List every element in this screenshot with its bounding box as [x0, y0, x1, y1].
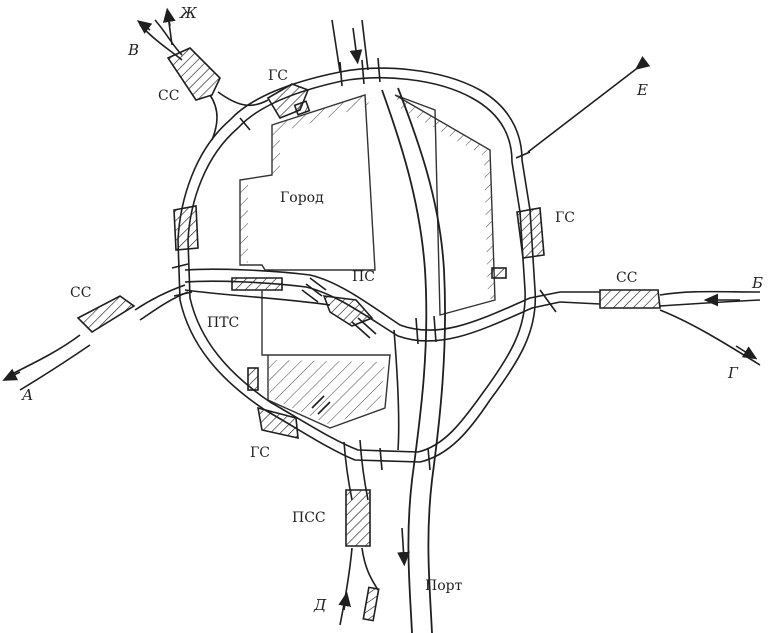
- pss-label: ПСС: [292, 510, 326, 526]
- gs-bottom-hump: [247, 367, 259, 391]
- gs-right-label: ГС: [555, 210, 575, 226]
- pss-station: [345, 489, 371, 547]
- radial-lines: [9, 14, 761, 626]
- crossing-ticks: [171, 57, 557, 471]
- ps-siding-marks: [301, 277, 377, 415]
- pts-station: [231, 277, 283, 291]
- gs-right-station: [516, 207, 545, 259]
- city-label: Город: [280, 190, 324, 206]
- direction-a: А: [21, 386, 33, 404]
- direction-b: Б: [751, 274, 763, 292]
- direction-v: В: [127, 41, 139, 59]
- ps-label: ПС: [352, 269, 375, 285]
- ss-top-label: СС: [158, 88, 179, 104]
- ss-right-label: СС: [616, 270, 637, 286]
- station-labels: Город Порт ПС ПТС ПСС ГС ГС ГС СС СС СС: [70, 68, 637, 594]
- city-area: [239, 94, 496, 429]
- direction-g: Г: [727, 364, 739, 382]
- port-label: Порт: [425, 578, 463, 594]
- direction-e: Е: [636, 81, 648, 99]
- ss-top-station: [166, 47, 221, 101]
- flow-arrows: [2, 7, 758, 611]
- ss-left-label: СС: [70, 285, 91, 301]
- gs-top-hump: [293, 100, 311, 116]
- gs-bottom-station: [256, 406, 299, 440]
- direction-labels: А Б В Г Д Е Ж: [21, 4, 763, 614]
- gs-top-label: ГС: [268, 68, 288, 84]
- ss-right-station: [599, 289, 661, 309]
- river: [381, 87, 446, 633]
- pts-label: ПТС: [207, 315, 239, 331]
- gs-left-yard: [173, 205, 199, 251]
- direction-zh: Ж: [179, 4, 198, 22]
- ss-left-station: [76, 295, 136, 334]
- gs-right-hump: [491, 267, 507, 279]
- north-south-line: [331, 19, 400, 501]
- gs-bottom-label: ГС: [250, 445, 270, 461]
- stations: [76, 47, 661, 622]
- direction-d: Д: [313, 596, 327, 614]
- port-yard: [362, 586, 380, 622]
